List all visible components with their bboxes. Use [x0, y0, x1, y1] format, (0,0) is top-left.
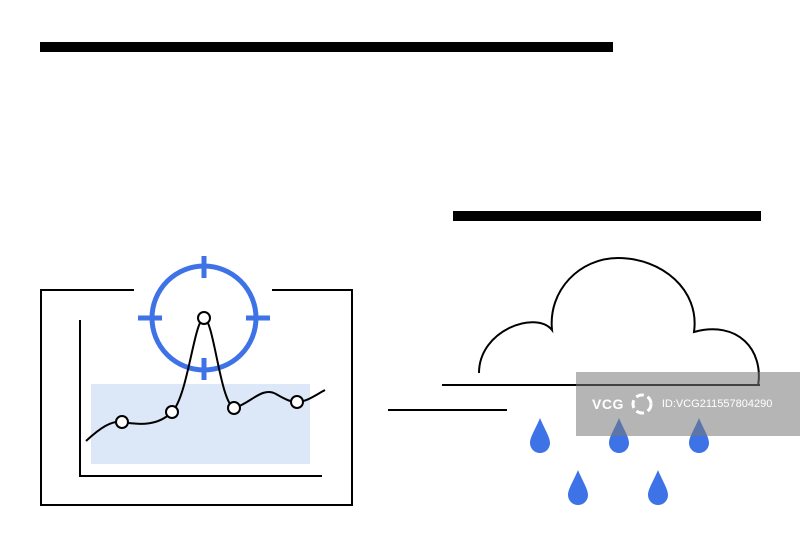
chart-axes: [79, 320, 322, 477]
chart-point: [115, 415, 129, 429]
chart-frame: [40, 289, 353, 506]
cloud-icon: [442, 256, 760, 387]
target-reticle-icon: [138, 256, 270, 380]
heading-bar-right: [453, 211, 761, 221]
chart-point: [165, 405, 179, 419]
chart-points: [115, 311, 304, 429]
heading-bar-top: [40, 42, 613, 52]
raindrop-icon: [530, 418, 550, 453]
watermark: VCG ID:VCG211557804290: [576, 372, 800, 436]
watermark-id: ID:VCG211557804290: [661, 398, 773, 410]
chart-point: [227, 401, 241, 415]
watermark-mark-icon: [631, 393, 653, 415]
chart-point: [290, 395, 304, 409]
chart-panel: [40, 289, 353, 506]
chart-point: [197, 311, 211, 325]
raindrop-icon: [568, 470, 588, 505]
watermark-logo: VCG: [592, 396, 624, 412]
raindrop-icon: [648, 470, 668, 505]
